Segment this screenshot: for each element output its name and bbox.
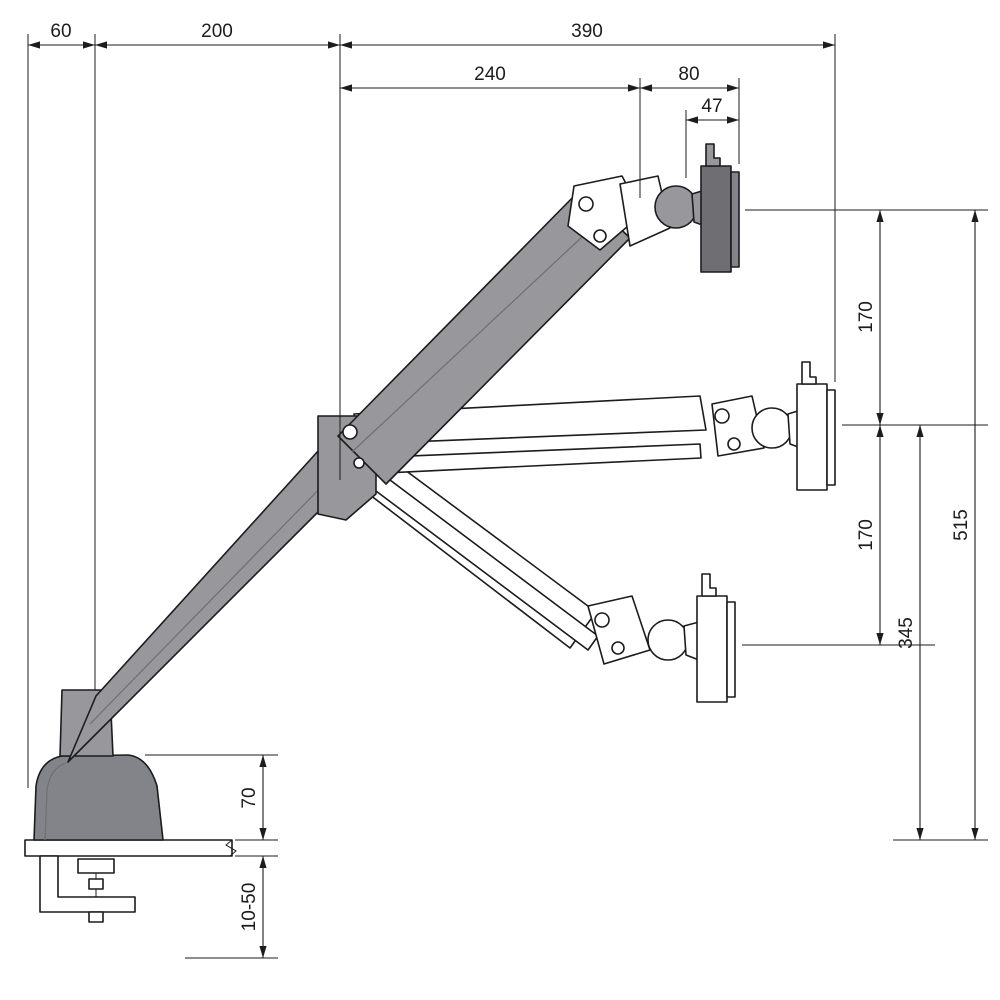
low-ball-joint [647,619,689,661]
lower-arm-seam [89,477,331,725]
arm-position-top [67,143,740,763]
low-hook [701,573,717,597]
base-foot-seam [44,762,67,841]
low-plate-face [726,601,736,698]
clamp-screw-block [88,878,104,890]
low-joint-screw-1 [594,612,610,628]
dim-label-10-50: 10-50 [239,883,260,932]
low-joint-screw-2 [611,641,625,655]
mid-ball-joint [751,407,793,449]
arm-position-low [339,437,736,703]
elbow-screw-2 [353,457,365,469]
desk-clamp [39,855,136,923]
top-ball-joint [654,185,698,229]
dim-label-60: 60 [50,21,71,42]
mid-joint-screw-1 [714,408,730,424]
dim-label-170-lower: 170 [856,519,877,551]
mid-plate-face [826,389,836,486]
clamp-pad [77,858,115,874]
low-arm-strut [363,467,599,651]
dim-label-240: 240 [474,64,506,85]
base-foot [33,754,164,841]
top-tilt-bracket [619,175,671,247]
arm-position-mid [353,361,836,491]
dim-label-390: 390 [571,21,603,42]
dim-label-345: 345 [896,617,917,649]
top-joint-screw-2 [593,229,607,243]
mid-vesa-plate [796,383,828,491]
mid-hook [801,361,817,385]
dimension-labels: 60 200 390 240 80 47 170 170 345 515 70 … [50,21,972,931]
low-vesa-plate [696,595,728,703]
arm-base [33,689,164,841]
desk-break-mark [225,839,237,857]
top-vesa-plate [700,165,732,273]
upper-arm-seam [351,221,599,453]
clamp-screw-knob [88,911,104,923]
dim-label-70: 70 [239,787,260,808]
extension-lines [27,34,988,959]
clamp-bracket [39,855,136,913]
top-joint-screw-1 [578,196,594,212]
elbow-screw-1 [342,424,358,440]
dim-label-47: 47 [701,96,722,117]
desk-slab [24,839,233,857]
lower-arm [67,417,349,763]
mid-joint-screw-2 [727,437,741,451]
desk [24,839,237,857]
dim-label-515: 515 [951,509,972,541]
dim-label-80: 80 [678,64,699,85]
top-hook [705,143,721,167]
dimension-lines [28,41,979,958]
top-plate-face [730,171,740,268]
dim-label-200: 200 [201,21,233,42]
dim-label-170-upper: 170 [856,301,877,333]
